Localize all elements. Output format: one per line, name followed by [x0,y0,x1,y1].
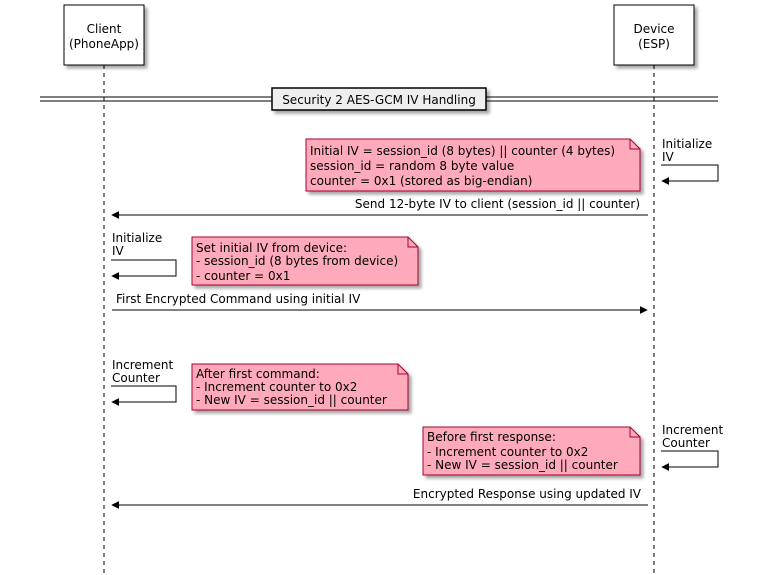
note-device-increment-line1: Before first response: [427,430,556,444]
note-client-init: Set initial IV from device: - session_id… [191,236,419,286]
participant-device-subtitle: (ESP) [638,37,670,51]
client-increment-label-line2: Counter [112,371,160,385]
device-increment-label-line1: Increment [662,423,723,437]
message-first-command: First Encrypted Command using initial IV [112,292,648,314]
note-device-init: Initial IV = session_id (8 bytes) || cou… [305,138,641,192]
note-client-increment: After first command: - Increment counter… [191,363,409,411]
note-device-init-line1: Initial IV = session_id (8 bytes) || cou… [310,144,615,158]
device-init-self-message: Initialize IV [661,137,719,185]
device-init-label-line2: IV [662,150,675,164]
note-client-init-line3: - counter = 0x1 [196,269,290,283]
section-divider-label: Security 2 AES-GCM IV Handling [282,93,476,107]
note-client-increment-line1: After first command: [196,367,320,381]
participant-device: Device (ESP) [613,4,695,66]
client-increment-label-line1: Increment [112,358,173,372]
note-client-increment-line3: - New IV = session_id || counter [196,393,387,407]
note-device-increment: Before first response: - Increment count… [422,426,641,476]
message-response: Encrypted Response using updated IV [111,487,648,509]
note-client-init-line1: Set initial IV from device: [196,241,347,255]
participant-client-name: Client [87,22,122,36]
message-response-label: Encrypted Response using updated IV [413,487,642,501]
message-send-iv-label: Send 12-byte IV to client (session_id ||… [355,197,640,211]
section-divider: Security 2 AES-GCM IV Handling [40,87,718,111]
participant-client: Client (PhoneApp) [63,4,145,66]
device-increment-self-message: Increment Counter [661,423,723,471]
message-send-iv: Send 12-byte IV to client (session_id ||… [111,197,648,219]
device-increment-label-line2: Counter [662,436,710,450]
note-device-init-line2: session_id = random 8 byte value [310,159,514,173]
client-init-self-message: Initialize IV [111,231,177,280]
note-client-init-line2: - session_id (8 bytes from device) [196,254,398,268]
participant-client-subtitle: (PhoneApp) [69,37,139,51]
note-device-init-line3: counter = 0x1 (stored as big-endian) [310,174,532,188]
note-device-increment-line3: - New IV = session_id || counter [427,458,618,472]
note-device-increment-line2: - Increment counter to 0x2 [427,445,588,459]
note-client-increment-line2: - Increment counter to 0x2 [196,380,357,394]
client-init-label-line1: Initialize [112,231,162,245]
client-increment-self-message: Increment Counter [111,358,177,406]
participant-device-name: Device [633,22,674,36]
device-init-label-line1: Initialize [662,137,712,151]
client-init-label-line2: IV [112,244,125,258]
message-first-command-label: First Encrypted Command using initial IV [116,292,361,306]
